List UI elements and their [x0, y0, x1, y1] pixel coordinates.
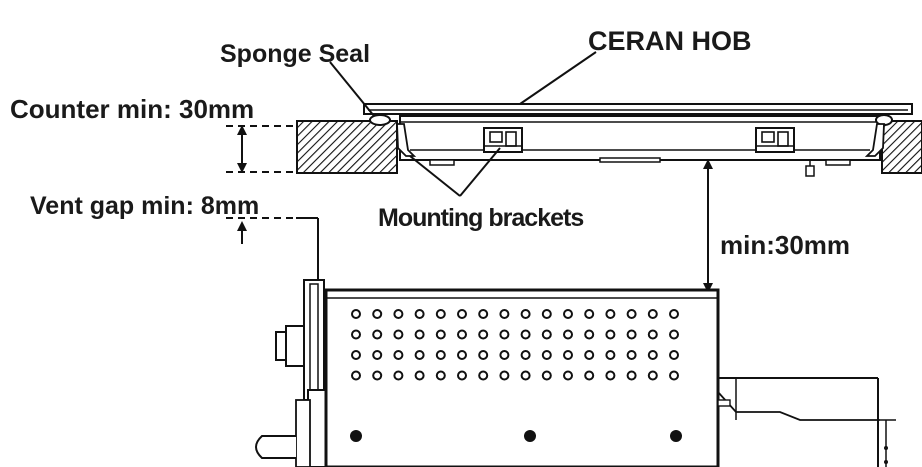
vent-hole — [563, 329, 573, 340]
vent-hole — [435, 309, 446, 319]
vent-hole — [414, 309, 425, 319]
vent-hole — [478, 350, 489, 360]
vent-hole — [563, 370, 573, 381]
vent-hole — [520, 329, 531, 340]
countertop-left — [296, 120, 398, 174]
vent-hole — [414, 350, 425, 360]
oven-unit — [255, 217, 896, 467]
vent-hole — [499, 309, 510, 319]
mounting-bracket-left — [483, 127, 523, 153]
vent-hole — [414, 370, 425, 381]
vent-gap-dimension — [226, 217, 296, 244]
vent-hole — [626, 329, 637, 340]
vent-hole — [669, 350, 679, 360]
vent-hole — [647, 329, 658, 340]
vent-hole — [372, 309, 383, 319]
vent-hole — [351, 370, 361, 381]
vent-hole — [414, 329, 425, 340]
vent-hole — [457, 309, 467, 319]
vent-hole — [478, 370, 489, 381]
vent-hole — [393, 370, 404, 381]
vent-hole — [372, 350, 383, 360]
ceran-hob-label: CERAN HOB — [588, 26, 752, 56]
side-clip-left — [396, 123, 417, 157]
ceran-hob-leader — [519, 51, 597, 105]
vent-hole — [372, 329, 383, 340]
vent-hole — [520, 370, 531, 381]
ceran-hob — [363, 103, 913, 177]
vent-hole — [393, 309, 404, 319]
vent-hole — [457, 329, 467, 340]
vent-hole — [478, 309, 489, 319]
sponge-seal-leader — [329, 61, 375, 117]
vent-hole — [584, 370, 595, 381]
vent-hole — [520, 309, 531, 319]
vent-hole — [669, 329, 679, 340]
vent-hole — [626, 309, 637, 319]
vent-hole — [541, 309, 552, 319]
vent-hole — [605, 309, 616, 319]
vent-hole — [520, 350, 531, 360]
vent-hole — [499, 370, 510, 381]
vent-hole — [541, 329, 552, 340]
vent-hole — [669, 309, 679, 319]
vent-hole — [393, 329, 404, 340]
vent-hole — [605, 329, 616, 340]
vent-hole — [478, 329, 489, 340]
bracket-leader-left — [409, 155, 461, 197]
counter-min-label: Counter min: 30mm — [10, 94, 254, 124]
countertop-right — [881, 120, 922, 174]
vent-hole — [541, 350, 552, 360]
vent-hole — [393, 350, 404, 360]
counter-thickness-dimension — [226, 125, 296, 173]
vent-hole — [669, 370, 679, 381]
bracket-leader-right — [459, 147, 501, 197]
min-clearance-label: min:30mm — [720, 230, 850, 260]
side-clip-right — [864, 123, 885, 157]
vent-hole — [626, 350, 637, 360]
vent-hole — [647, 350, 658, 360]
vent-gap-label: Vent gap min: 8mm — [30, 192, 259, 220]
sponge-seal-label: Sponge Seal — [220, 40, 370, 68]
vent-hole — [584, 350, 595, 360]
vent-hole — [499, 350, 510, 360]
vent-hole — [647, 309, 658, 319]
vent-hole — [351, 309, 361, 319]
vent-hole — [584, 329, 595, 340]
vent-hole — [435, 370, 446, 381]
vent-hole — [457, 350, 467, 360]
vent-hole — [351, 329, 361, 340]
vent-hole — [435, 350, 446, 360]
vent-hole — [584, 309, 595, 319]
vent-hole — [435, 329, 446, 340]
vent-hole — [457, 370, 467, 381]
vent-hole — [563, 309, 573, 319]
vent-hole — [647, 370, 658, 381]
vent-hole-grid — [351, 309, 679, 381]
vent-hole — [605, 350, 616, 360]
sponge-seal-left — [369, 114, 391, 126]
vent-hole — [499, 329, 510, 340]
vent-hole — [563, 350, 573, 360]
vent-hole — [541, 370, 552, 381]
vent-hole — [626, 370, 637, 381]
vent-hole — [372, 370, 383, 381]
mounting-bracket-right — [755, 127, 795, 153]
vent-hole — [351, 350, 361, 360]
vent-hole — [605, 370, 616, 381]
mounting-brackets-label: Mounting brackets — [378, 204, 583, 232]
